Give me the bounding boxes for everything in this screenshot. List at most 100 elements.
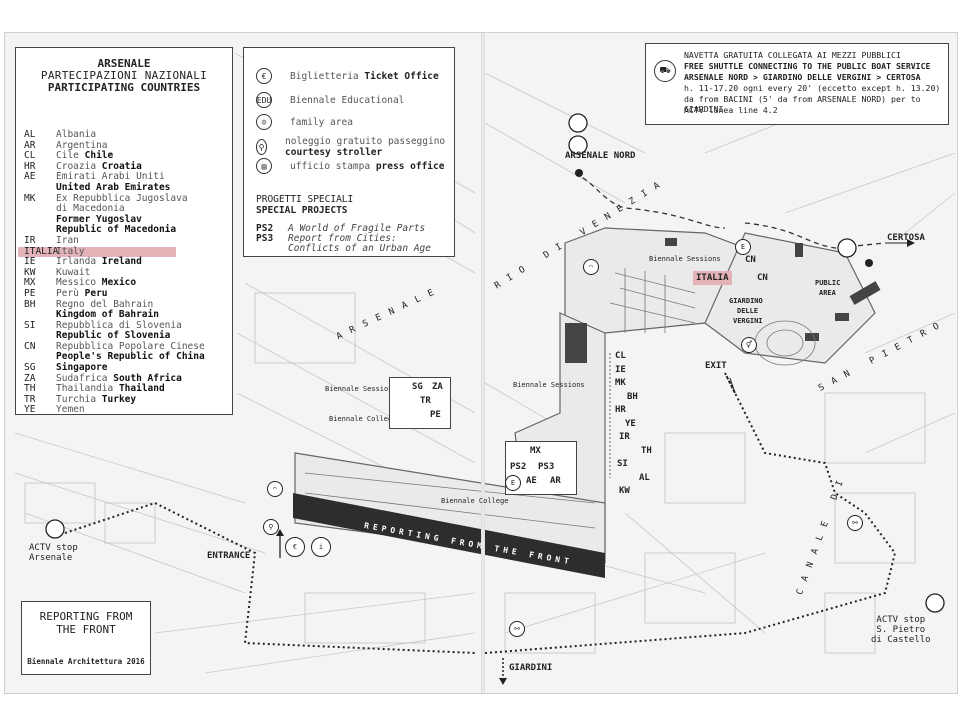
country-name: Emirati Arabi Uniti [56, 171, 165, 183]
area-label: AREA [819, 289, 836, 297]
map-country-code: YE [625, 418, 636, 429]
giardino-label: GIARDINO [729, 297, 763, 305]
shuttle-info: ⛟ NAVETTA GRATUITA COLLEGATA AI MEZZI PU… [645, 43, 949, 125]
country-name: di Macedonia [56, 203, 125, 215]
edu-icon-map-2: E [735, 239, 751, 255]
college-label-1: Biennale College [329, 415, 397, 423]
actv-spietro-label: ACTV stop S. Pietro di Castello [871, 615, 931, 645]
walk-icon-map-2: ⚯ [509, 621, 525, 637]
entrance-label: ENTRANCE [207, 551, 251, 561]
country-name: Perù Peru [56, 287, 108, 299]
special-projects-title: PROGETTI SPECIALI SPECIAL PROJECTS [256, 194, 354, 216]
country-code: SI [24, 319, 36, 331]
country-code: AR [24, 139, 36, 151]
ticket-icon-map: € [285, 537, 305, 557]
report-box: REPORTING FROM THE FRONT Biennale Archit… [21, 601, 151, 675]
country-name: Republic of Macedonia [56, 224, 177, 236]
country-name: Turchia Turkey [56, 393, 137, 405]
country-item: CN Repubblica Popolare Cinese [24, 340, 228, 353]
ticket-icon: € [256, 68, 272, 84]
country-code: AL [24, 129, 36, 140]
country-name: Italy [56, 245, 85, 257]
country-name: Cile Chile [56, 150, 114, 162]
country-item: SG Singapore [24, 362, 228, 374]
country-name: Albania [56, 129, 97, 140]
country-item: United Arab Emirates [24, 181, 228, 194]
bus-icon: ⛟ [654, 60, 676, 82]
country-item: AR Argentina [24, 139, 228, 152]
map-country-code: AL [639, 472, 650, 483]
wifi-icon-map: ◠ [267, 481, 283, 497]
country-code: ITALIA [24, 245, 59, 257]
public-label: PUBLIC [815, 279, 841, 287]
country-name: Singapore [56, 362, 108, 374]
pavilion-sg-za: SG ZA TR PE [389, 377, 451, 429]
service-item: €Biglietteria Ticket Office [256, 68, 439, 84]
map-country-code: HR [615, 405, 626, 415]
country-item: TR Turchia Turkey [24, 393, 228, 406]
country-item: AE Emirati Arabi Uniti [24, 172, 228, 183]
country-item: YE Yemen [24, 405, 228, 416]
page-fold [481, 33, 485, 693]
country-name: Repubblica Popolare Cinese [56, 340, 205, 352]
arsenale-nord-label: ARSENALE NORD [565, 151, 636, 161]
edu-icon-map: E [505, 475, 521, 491]
country-code: MK [24, 192, 36, 204]
vergini-label: VERGINI [733, 317, 763, 325]
country-item: Republic of Slovenia [24, 330, 228, 342]
country-code: BH [24, 298, 36, 310]
sessions-label-3: Biennale Sessions [513, 381, 585, 389]
country-item: AL Albania [24, 129, 228, 141]
country-name: People's Republic of China [56, 351, 205, 363]
country-code: PE [24, 287, 36, 299]
country-code: CN [24, 340, 36, 352]
country-item: Former Yugoslav [24, 214, 228, 226]
country-code: AE [24, 171, 36, 183]
legend-title: ARSENALE PARTECIPAZIONI NAZIONALI PARTIC… [40, 57, 208, 94]
cn-label-1: CN [745, 255, 756, 265]
giardini-label: GIARDINI [509, 663, 553, 673]
country-item: PE Perù Peru [24, 287, 228, 300]
country-code: YE [24, 404, 36, 416]
press-icon: ▤ [256, 158, 272, 174]
map-country-code: KW [619, 486, 630, 496]
country-item: Kingdom of Bahrain [24, 309, 228, 321]
country-code: MX [24, 277, 36, 289]
sessions-label-2: Biennale Sessions [325, 385, 397, 393]
toilet-icon-map: ⚥ [741, 337, 757, 353]
country-code [24, 215, 56, 226]
country-name: Republic of Slovenia [56, 330, 171, 342]
country-name: Argentina [56, 139, 108, 151]
countries-legend: ARSENALE PARTECIPAZIONI NAZIONALI PARTIC… [15, 47, 233, 415]
country-code: CL [24, 150, 36, 162]
stroller-icon: ⚲ [256, 139, 267, 155]
map-country-code: MK [615, 378, 626, 388]
family-icon: ☺ [256, 114, 272, 130]
map-country-code: IR [619, 432, 630, 442]
country-name: United Arab Emirates [56, 181, 171, 193]
country-name: Kuwait [56, 266, 91, 278]
country-code: SG [24, 362, 36, 374]
country-name: Thailandia Thailand [56, 383, 165, 395]
edu-icon: EDU [256, 92, 272, 108]
country-code: TR [24, 393, 36, 405]
certosa-label: CERTOSA [887, 233, 925, 243]
delle-label: DELLE [737, 307, 759, 315]
country-name: Yemen [56, 404, 85, 416]
service-item: ☺family area [256, 114, 353, 130]
country-code: IR [24, 234, 36, 246]
country-name: Irlanda Ireland [56, 256, 142, 268]
map-country-code: IE [615, 364, 626, 375]
stroller-icon-map: ⚲ [263, 519, 279, 535]
country-code [24, 204, 56, 215]
